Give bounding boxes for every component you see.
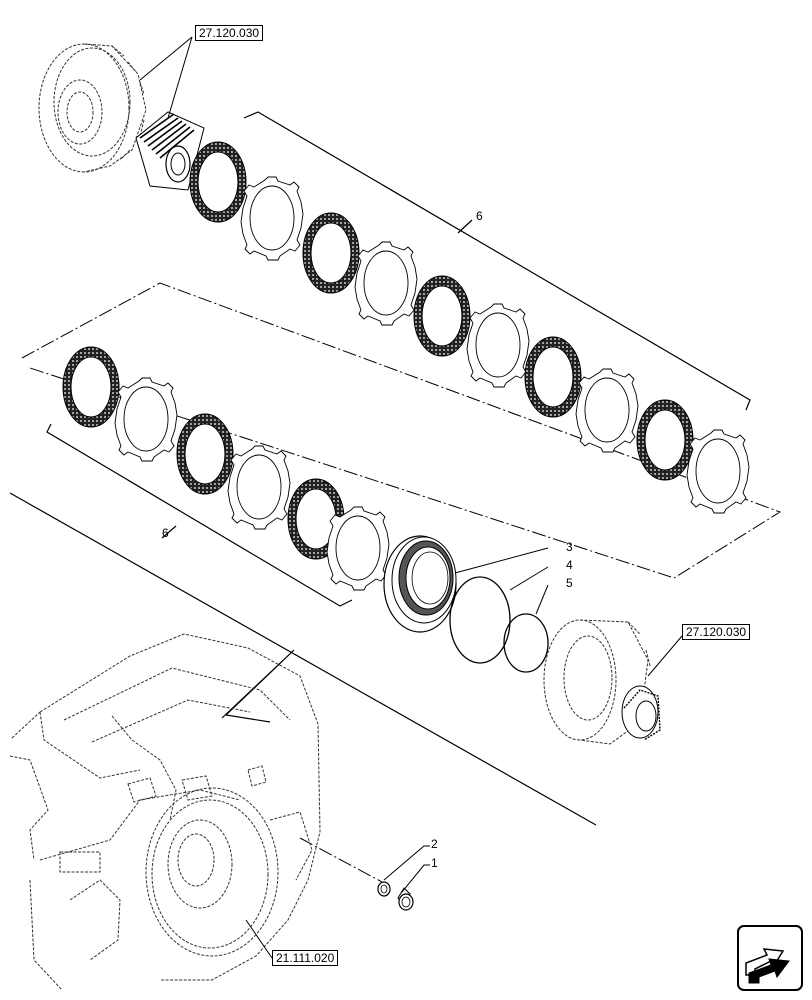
steel-disc (326, 506, 390, 591)
group-bracket-lower (46, 423, 353, 607)
callout-washer: 2 (431, 837, 438, 851)
leader-lines-top-ref (139, 36, 193, 119)
outer-seal-ring (449, 576, 511, 664)
leader-line-bottom-ref (245, 919, 273, 959)
steel-disc (686, 429, 750, 514)
friction-disc (636, 399, 694, 481)
reference-box-top-left[interactable]: 27.120.030 (195, 25, 264, 41)
axis-dash-to-plug (299, 837, 383, 883)
lower-disc-stack (62, 346, 390, 591)
lower-group-outline (21, 282, 782, 579)
steel-disc (240, 176, 304, 261)
callout-outer-seal: 4 (566, 558, 573, 572)
friction-disc (413, 275, 471, 357)
steel-disc (114, 377, 178, 462)
housing-spline (621, 685, 661, 741)
transmission-housing (9, 633, 321, 991)
callout-inner-seal: 5 (566, 576, 573, 590)
piston (383, 535, 457, 633)
callout-plug: 1 (431, 856, 438, 870)
inner-seal-ring (503, 613, 549, 673)
friction-disc (302, 212, 360, 294)
assembly-axis-line (9, 492, 597, 826)
group-bracket-upper (243, 111, 751, 411)
steel-disc (575, 368, 639, 453)
callout-upper-disc-group: 6 (476, 209, 483, 223)
reference-box-right[interactable]: 27.120.030 (682, 624, 751, 640)
washer (377, 881, 391, 897)
next-page-arrow-icon[interactable] (737, 925, 803, 991)
friction-disc (62, 346, 120, 428)
steel-disc (227, 445, 291, 530)
callout-lower-disc-group: 6 (162, 526, 169, 540)
washer-plug-leaders (383, 845, 430, 893)
plug (397, 887, 414, 911)
steel-disc (466, 303, 530, 388)
spline-drum (135, 111, 205, 191)
friction-disc (189, 141, 247, 223)
reference-box-bottom[interactable]: 21.111.020 (272, 950, 339, 966)
seal-leader-lines (454, 547, 549, 615)
steel-disc (354, 241, 418, 326)
clutch-hub-top (38, 43, 147, 173)
friction-disc (524, 336, 582, 418)
friction-disc (176, 413, 234, 495)
leader-line-right-ref (647, 635, 683, 677)
callout-piston: 3 (566, 540, 573, 554)
